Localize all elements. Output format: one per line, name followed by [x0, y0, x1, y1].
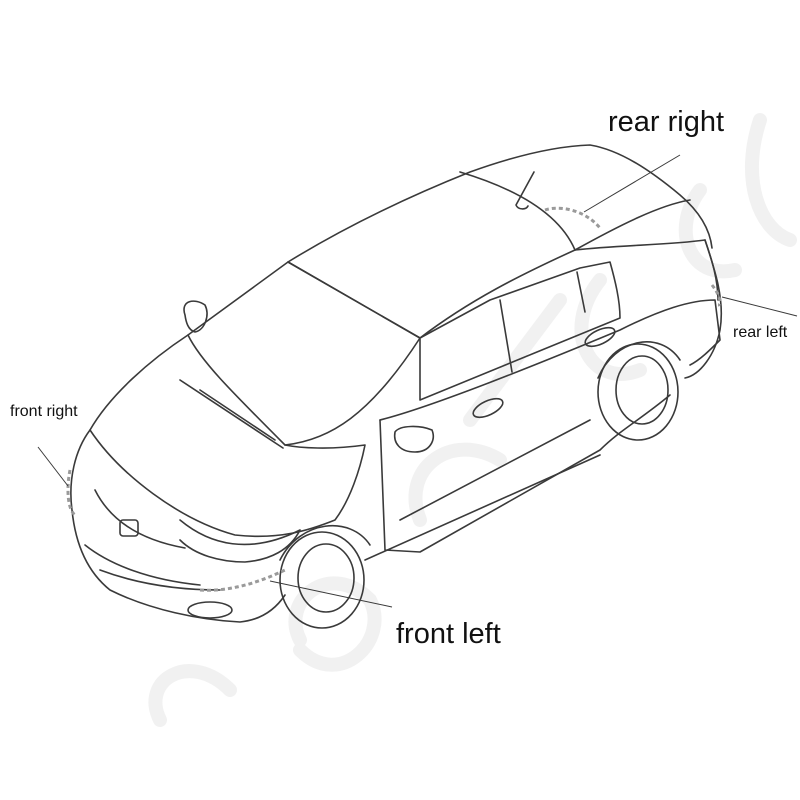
sensor-rear-right [545, 208, 600, 228]
windshield [188, 262, 420, 445]
label-front-right: front right [10, 404, 78, 420]
side-mirror [395, 426, 434, 452]
label-front-left: front left [396, 620, 501, 649]
front-bumper [71, 430, 285, 622]
sensor-highlights [68, 208, 720, 590]
rear-wheel [598, 342, 680, 440]
leader-front-right [38, 447, 68, 486]
grille [95, 490, 185, 548]
sensor-front-left [200, 570, 285, 590]
leader-rear-left [722, 297, 797, 316]
label-rear-right: rear right [608, 108, 724, 137]
car-outline [71, 145, 721, 628]
label-rear-left: rear left [733, 325, 787, 341]
hood [90, 335, 365, 536]
